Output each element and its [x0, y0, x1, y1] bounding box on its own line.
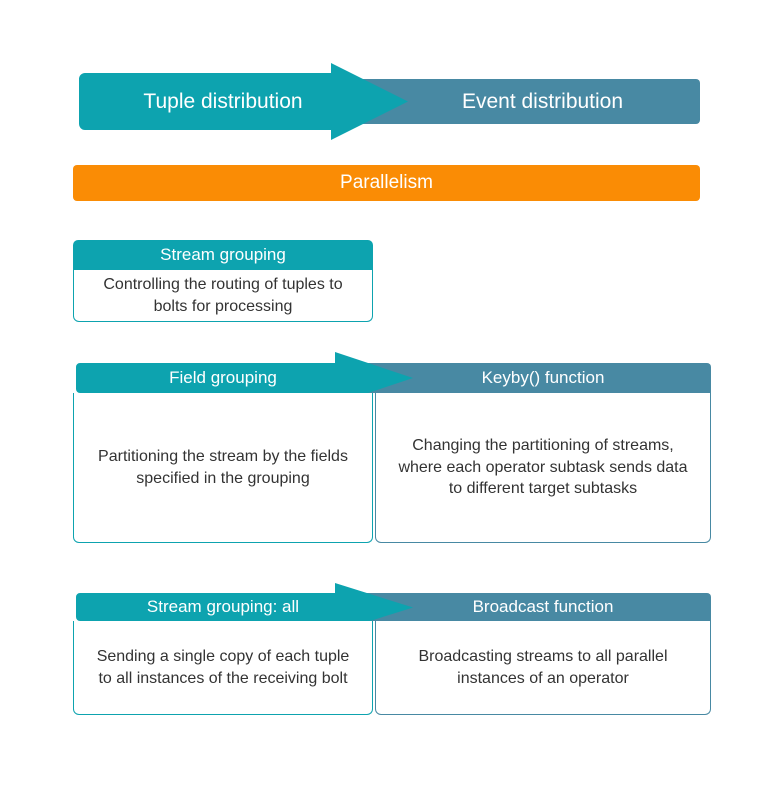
banner-tuple-distribution-arrow: Tuple distribution: [73, 63, 408, 140]
banner-tuple-distribution-label: Tuple distribution: [143, 90, 303, 113]
card-body-stream-grouping-all: Sending a single copy of each tuple to a…: [73, 621, 373, 715]
card-header-stream-grouping-all: Stream grouping: all: [73, 583, 413, 632]
arrow-shape-icon: [79, 63, 408, 140]
arrow-shape-icon: [76, 352, 413, 404]
banner-event-distribution-label: Event distribution: [461, 90, 624, 113]
card-body-field-grouping: Partitioning the stream by the fields sp…: [73, 393, 373, 543]
parallelism-bar: Parallelism: [73, 165, 700, 201]
card-header-stream-grouping: Stream grouping: [73, 240, 373, 270]
card-header-stream-grouping-all-label: Stream grouping: all: [146, 597, 300, 616]
card-body-stream-grouping: Controlling the routing of tuples to bol…: [73, 270, 373, 322]
card-header-field-grouping: Field grouping: [73, 352, 413, 404]
card-body-keyby-function: Changing the partitioning of streams, wh…: [375, 393, 711, 543]
card-header-broadcast-function-label: Broadcast function: [472, 597, 614, 616]
card-header-keyby-function-label: Keyby() function: [481, 368, 605, 387]
card-body-broadcast-function: Broadcasting streams to all parallel ins…: [375, 621, 711, 715]
arrow-shape-icon: [76, 583, 413, 632]
card-header-field-grouping-label: Field grouping: [169, 368, 277, 387]
